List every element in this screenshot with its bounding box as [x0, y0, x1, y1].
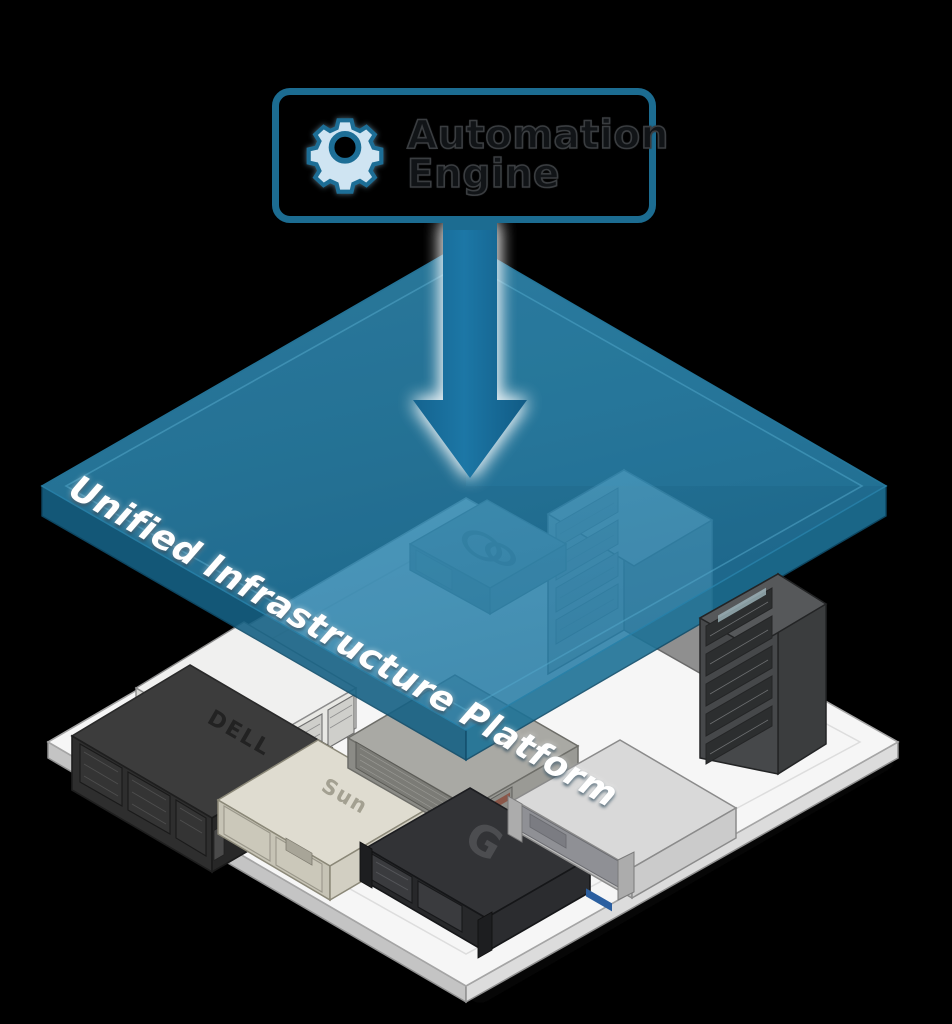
- automation-engine-callout[interactable]: Automation Engine: [272, 88, 669, 223]
- automation-engine-label: Automation Engine: [406, 113, 669, 197]
- down-arrow: [413, 222, 527, 478]
- unified-infrastructure-platform: [40, 241, 888, 762]
- gear-icon: [306, 117, 384, 194]
- hardware-g-server: G: [359, 787, 592, 959]
- hardware-black-rack-cabinet: [698, 572, 828, 776]
- hardware-white-rack-server: [507, 739, 738, 912]
